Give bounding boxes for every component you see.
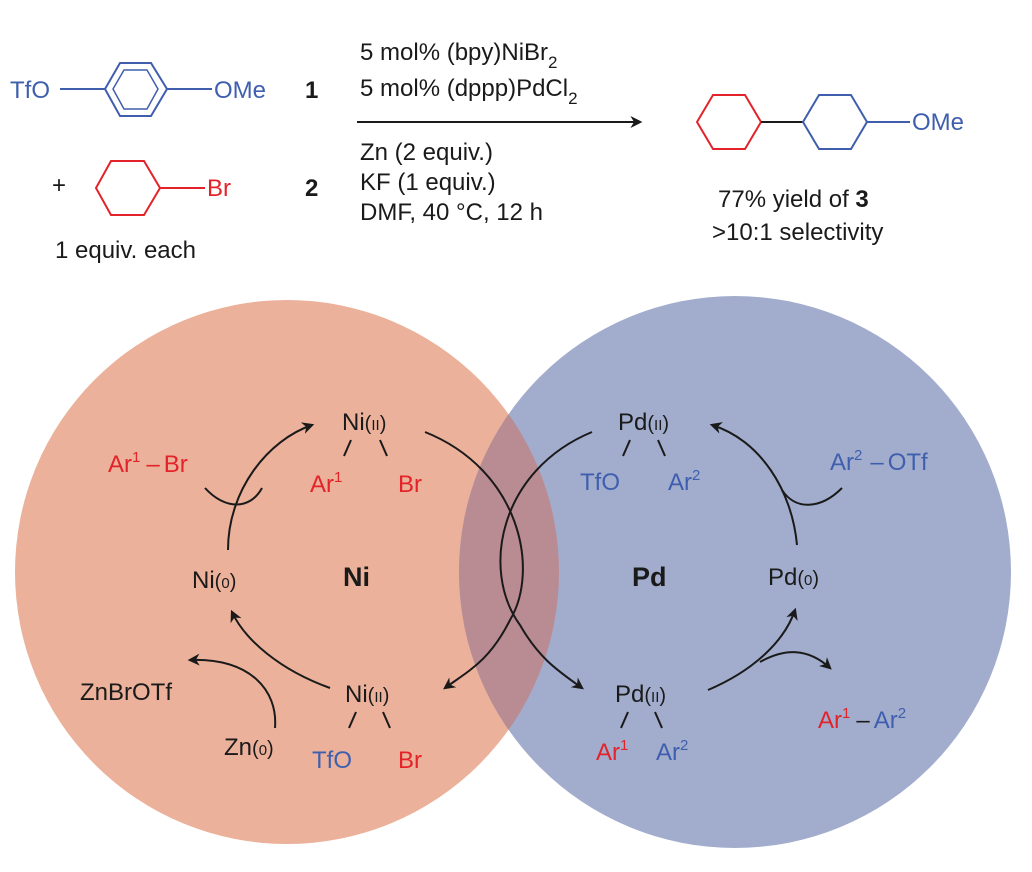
svg-text:Ni(II): Ni(II) [342, 409, 386, 436]
reactant-1-structure [60, 62, 212, 117]
reactant-2-structure [94, 160, 205, 216]
condition-kf: KF (1 equiv.) [360, 169, 496, 196]
pd-transmetalation-arrow [499, 431, 593, 690]
product-selectivity: >10:1 selectivity [712, 219, 883, 246]
condition-solvent: DMF, 40 °C, 12 h [360, 199, 543, 226]
pd-cycle-label: Pd [632, 562, 667, 592]
svg-text:Ar1: Ar1 [310, 469, 342, 498]
reactant-2-number: 2 [305, 175, 318, 202]
ni-ii-bottom-complex: Ni(II) TfO Br [312, 681, 422, 774]
ni-reduction-arrow [230, 609, 331, 689]
pd-substrate-uptake-arrow [781, 487, 843, 506]
ni-to-ni-transfer-arrow [424, 431, 524, 690]
product-structure [695, 94, 910, 150]
reactant-2-br-label: Br [207, 175, 231, 202]
ni-substrate-uptake-arrow [204, 487, 263, 506]
zn-reductant: Zn(0) [224, 734, 274, 761]
svg-text:Ar2: Ar2 [668, 467, 700, 496]
pd-ii-top-complex: Pd(II) TfO Ar2 [580, 409, 700, 496]
pd-0-complex: Pd(0) [768, 564, 819, 591]
pd-ii-bottom-complex: Pd(II) Ar1 Ar2 [596, 681, 688, 766]
svg-text:Br: Br [398, 747, 422, 774]
svg-text:Ar1: Ar1 [596, 737, 628, 766]
ar1-ar2-product: Ar1–Ar2 [818, 705, 906, 734]
pd-oxidative-addition-arrow [709, 422, 798, 546]
catalyst-ni: 5 mol% (bpy)NiBr2 [360, 39, 558, 72]
pd-substrate-ar2-otf: Ar2–OTf [830, 447, 928, 476]
svg-text:Ni(II): Ni(II) [345, 681, 389, 708]
ni-substrate-ar1-br: Ar1–Br [108, 449, 188, 478]
condition-zn: Zn (2 equiv.) [360, 139, 493, 166]
zn-to-znbrotf-arrow [187, 653, 277, 729]
reactant-1-ome-label: OMe [214, 77, 266, 104]
pd-reductive-elimination-arrow [707, 607, 798, 691]
ni-cycle-label: Ni [343, 562, 370, 592]
product-release-arrow [759, 651, 832, 670]
svg-text:TfO: TfO [312, 747, 352, 774]
svg-text:Ar2: Ar2 [656, 737, 688, 766]
svg-text:Br: Br [398, 471, 422, 498]
product-yield: 77% yield of 3 [718, 186, 869, 213]
ni-oxidative-addition-arrow [227, 422, 315, 551]
ni-ii-top-complex: Ni(II) Ar1 Br [310, 409, 422, 498]
product-ome-label: OMe [912, 109, 964, 136]
ni-cycle-circle [15, 300, 559, 844]
plus-sign: + [52, 172, 66, 199]
reactant-1-number: 1 [305, 77, 318, 104]
svg-text:Pd(II): Pd(II) [615, 681, 666, 708]
ni-0-complex: Ni(0) [192, 567, 236, 594]
svg-text:Pd(II): Pd(II) [618, 409, 669, 436]
pd-cycle-circle [459, 296, 1011, 848]
catalyst-pd: 5 mol% (dppp)PdCl2 [360, 75, 578, 108]
reactant-note: 1 equiv. each [55, 237, 196, 264]
znbrotf-byproduct: ZnBrOTf [80, 679, 172, 706]
svg-text:TfO: TfO [580, 469, 620, 496]
reactant-1-tfo-label: TfO [10, 77, 50, 104]
